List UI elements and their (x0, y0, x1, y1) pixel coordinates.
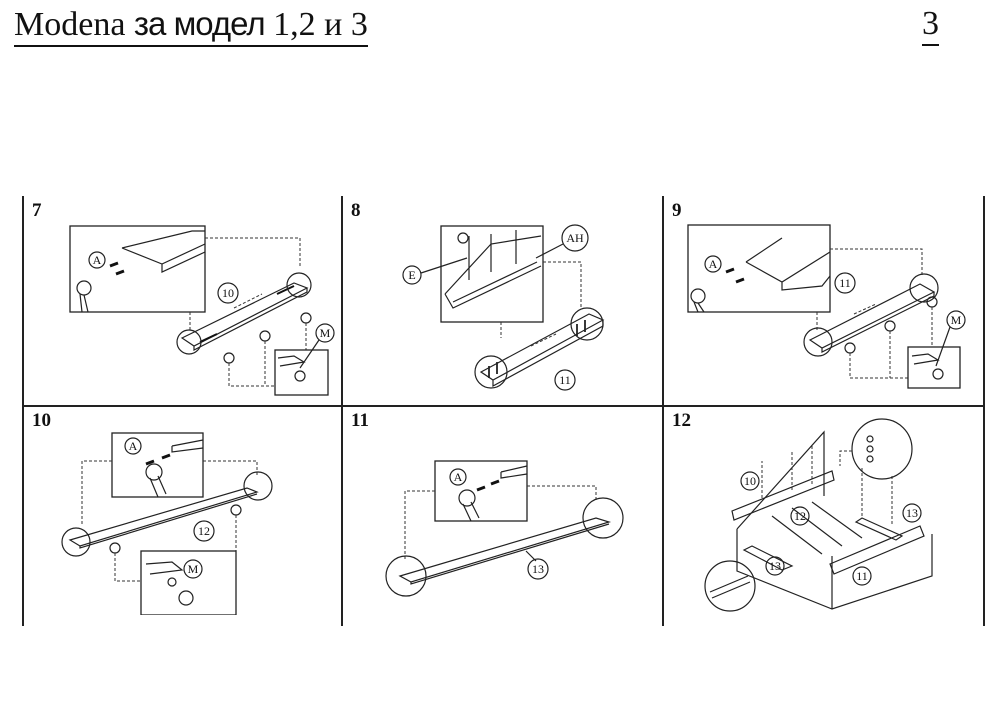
cap-inset (907, 346, 961, 389)
callout-part: 12 (198, 524, 210, 538)
part-12-board (68, 487, 259, 549)
step-8-diagram: E AH 11 (402, 224, 605, 391)
step-10-diagram: A 12 M (61, 432, 273, 615)
part-13-board (398, 517, 612, 585)
title-middle: за модел (133, 5, 266, 42)
step-8-panel: 8 E AH 11 (341, 196, 661, 405)
callout-m: M (951, 313, 962, 327)
step-11-diagram: A 13 (385, 460, 624, 597)
grid-divider (22, 196, 24, 626)
callout-slat-left: 13 (769, 559, 781, 573)
detail-inset (69, 225, 206, 313)
step-number: 10 (32, 410, 51, 431)
detail-inset (440, 225, 544, 323)
detail-circle (704, 560, 756, 612)
part-10-board (180, 282, 309, 351)
step-7-diagram: A 10 M (69, 225, 335, 396)
step-9-diagram: A 11 M (687, 224, 966, 389)
step-9-panel: 9 A 11 M (662, 196, 982, 405)
page-number: 3 (922, 4, 939, 46)
screw-icon (468, 230, 517, 280)
callout-a: A (709, 257, 718, 271)
side-slats (742, 517, 904, 571)
grid-divider (662, 196, 664, 626)
title-brand: Modena (14, 6, 126, 43)
callout-m: M (320, 326, 331, 340)
callout-m: M (188, 562, 199, 576)
callout-part: 11 (559, 373, 571, 387)
title-models: 1,2 и 3 (273, 6, 368, 43)
callout-e: E (408, 268, 415, 282)
step-12-panel: 12 10 12 13 13 11 (662, 406, 982, 615)
step-10-panel: 10 A 12 M (22, 406, 342, 615)
detail-circle (851, 418, 913, 480)
step-number: 12 (672, 410, 691, 431)
rail-10 (731, 470, 835, 521)
detail-inset (687, 224, 831, 313)
step-number: 9 (672, 200, 682, 221)
assembly-steps-grid: 7 A 10 M 8 (22, 196, 985, 626)
callout-a: A (129, 439, 138, 453)
grid-divider (983, 196, 985, 626)
grid-divider (341, 196, 343, 626)
step-11-panel: 11 A 13 (341, 406, 661, 615)
callout-ah: AH (566, 231, 584, 245)
grid-divider (22, 405, 984, 407)
slats (771, 501, 863, 555)
callout-part: 10 (222, 286, 234, 300)
callout-a: A (454, 470, 463, 484)
page-title: Modena за модел 1,2 и 3 (14, 4, 368, 47)
step-7-panel: 7 A 10 M (22, 196, 342, 405)
callout-part: 13 (532, 562, 544, 576)
callout-slat-center: 12 (794, 509, 806, 523)
callout-rail-right: 11 (856, 569, 868, 583)
cap-inset (274, 349, 329, 396)
step-number: 11 (351, 410, 369, 431)
bed-frame (736, 430, 933, 610)
part-11-board (808, 283, 936, 353)
dowel-icon (109, 261, 125, 276)
callout-part: 11 (839, 276, 851, 290)
callout-rail-left: 10 (744, 474, 756, 488)
callout-slat-right: 13 (906, 506, 918, 520)
rail-11 (829, 525, 925, 575)
callout-a: A (93, 253, 102, 267)
step-12-diagram: 10 12 13 13 11 (704, 418, 933, 612)
board-end-detail (121, 230, 206, 273)
board-end-detail (745, 237, 831, 291)
step-number: 8 (351, 200, 361, 221)
detail-inset (434, 460, 528, 522)
step-number: 7 (32, 200, 42, 221)
